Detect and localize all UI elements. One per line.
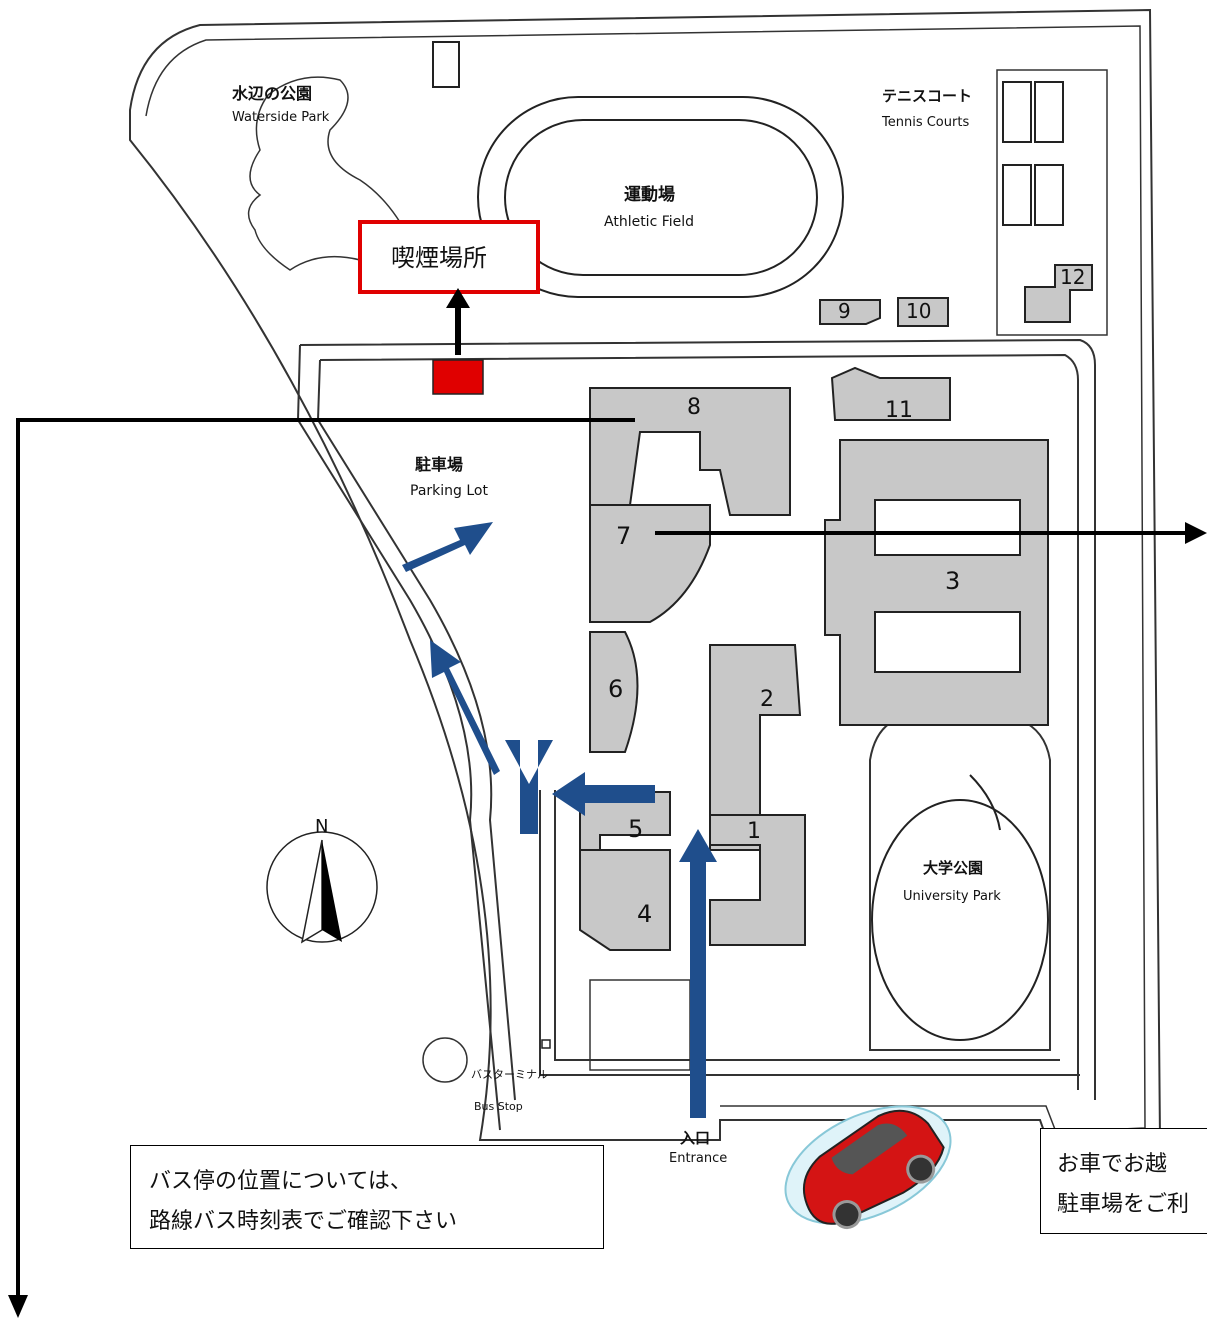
car-parking-note: お車でお越 駐車場をご利 [1040, 1128, 1207, 1234]
building-label-1: 1 [747, 819, 761, 844]
entrance-label-jp: 入口 [680, 1129, 710, 1147]
building-6 [589, 631, 639, 753]
building-label-6: 6 [608, 675, 623, 703]
bus-roundabout [422, 1037, 468, 1083]
athletic-field-label-jp: 運動場 [624, 184, 675, 205]
building-12 [1024, 264, 1093, 323]
waterside-park-label-en: Waterside Park [232, 110, 330, 125]
tennis-court-3 [1002, 164, 1032, 226]
athletic-field-track-inner [504, 119, 818, 276]
waterside-park-label-jp: 水辺の公園 [232, 84, 312, 103]
tennis-area [996, 69, 1108, 336]
route-arrow-south [552, 772, 655, 816]
building-7 [589, 504, 711, 623]
route-arrow-west-up [505, 740, 553, 834]
building-label-2: 2 [760, 687, 774, 712]
building-label-4: 4 [637, 900, 652, 928]
building-label-11: 11 [885, 398, 913, 423]
building-11 [830, 366, 951, 421]
parking-lot-label-jp: 駐車場 [415, 455, 463, 474]
main-loop-road-inner [319, 353, 1079, 1090]
south-road [539, 790, 1080, 1076]
north-label: N [315, 816, 328, 837]
exit-route-east-arrow-head [1185, 522, 1207, 544]
building-label-3: 3 [945, 567, 960, 595]
main-loop-road [299, 338, 1096, 1100]
building-3-courtyard-2 [874, 611, 1021, 673]
building-label-7: 7 [616, 522, 631, 550]
university-park-oval [871, 799, 1049, 1041]
tennis-court-2 [1034, 81, 1064, 143]
route-arrow-entrance [679, 829, 717, 1118]
park-loop [869, 714, 1051, 1051]
building-label-5: 5 [628, 815, 643, 843]
bus-stop-label-en: Bus Stop [474, 1100, 523, 1113]
smoking-area-arrow-head [446, 288, 470, 308]
university-park-label-en: University Park [903, 889, 1001, 904]
tennis-courts-label-en: Tennis Courts [881, 115, 969, 130]
building-9 [819, 299, 881, 325]
university-park-label-jp: 大学公園 [923, 859, 983, 877]
parking-lot-label-en: Parking Lot [410, 483, 488, 499]
entrance-label-en: Entrance [669, 1151, 727, 1166]
bus-stop-marker [541, 1039, 551, 1049]
west-road-inner [316, 359, 516, 1101]
bus-terminal-label-jp: バスターミナル [471, 1068, 548, 1081]
athletic-field-track-outer [477, 96, 844, 298]
tennis-court-4 [1034, 164, 1064, 226]
bus-stop-note: バス停の位置については、 路線バス時刻表でご確認下さい [130, 1145, 604, 1249]
tennis-court-1 [1002, 81, 1032, 143]
compass-icon [266, 831, 378, 944]
building-label-12: 12 [1060, 265, 1085, 289]
university-park-feature [969, 774, 1001, 831]
exit-route-west [16, 418, 635, 1300]
building-1 [709, 814, 806, 946]
bus-bay [589, 979, 691, 1071]
waterside-structure [432, 41, 460, 88]
car-parking-note-line-2: 駐車場をご利 [1057, 1192, 1190, 1217]
smoking-area-marker [432, 359, 484, 395]
south-road-inner [554, 790, 1060, 1061]
bus-stop-note-line-2: 路線バス時刻表でご確認下さい [149, 1209, 458, 1234]
route-arrow-diagonal [430, 640, 500, 775]
smoking-area-box [358, 220, 540, 294]
west-road [296, 344, 501, 1131]
building-label-8: 8 [687, 395, 701, 420]
building-10 [897, 297, 949, 327]
tennis-courts-label-jp: テニスコート [882, 87, 972, 105]
building-3-courtyard-1 [874, 499, 1021, 556]
building-label-10: 10 [906, 299, 931, 323]
car-icon [784, 1105, 952, 1230]
route-arrow-parking [402, 522, 493, 572]
building-label-9: 9 [838, 299, 851, 323]
smoking-area-label: 喫煙場所 [391, 244, 487, 272]
campus-boundary [129, 8, 1162, 1150]
athletic-field-label-en: Athletic Field [604, 214, 694, 230]
exit-route-west-arrow-head [8, 1295, 28, 1318]
building-4 [579, 849, 671, 951]
car-parking-note-line-1: お車でお越 [1057, 1152, 1168, 1177]
bus-stop-note-line-1: バス停の位置については、 [149, 1169, 412, 1194]
building-3 [824, 439, 1049, 726]
